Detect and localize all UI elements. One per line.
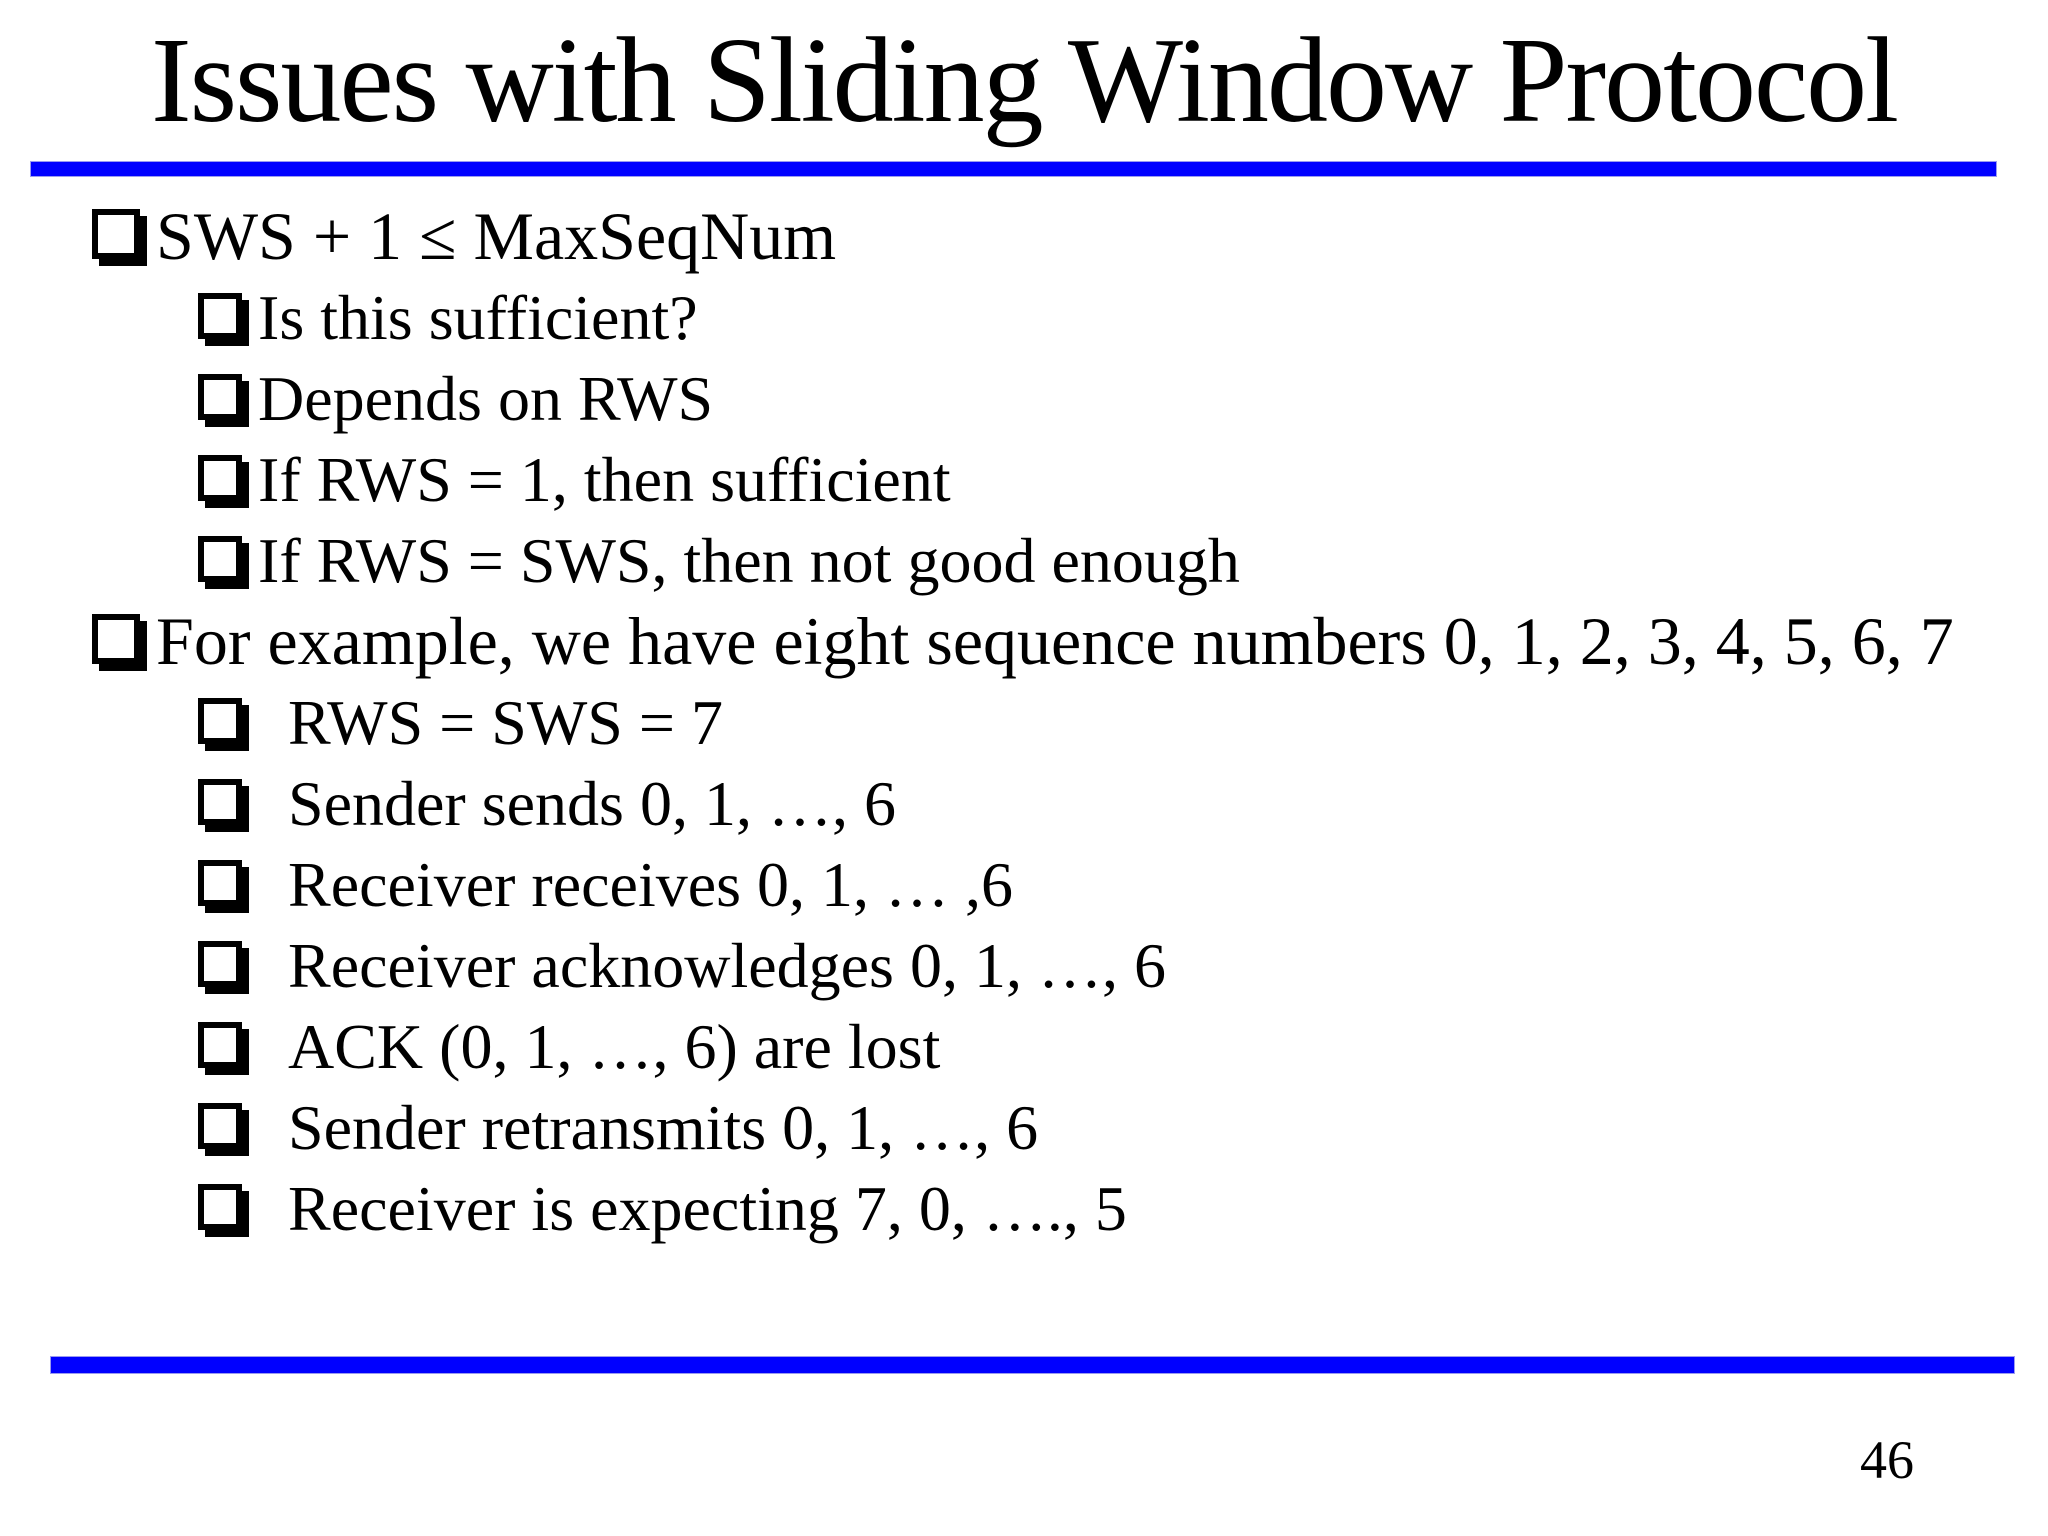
list-item-rws-equals-sws-7: RWS = SWS = 7 <box>0 682 2048 763</box>
list-item-receiver-expecting: Receiver is expecting 7, 0, …., 5 <box>0 1168 2048 1249</box>
footer-bar <box>50 1356 2015 1374</box>
list-item-text: Sender sends 0, 1, …, 6 <box>288 768 896 839</box>
list-item-text: Is this sufficient? <box>258 282 698 353</box>
shadowed-square-bullet-icon <box>198 698 242 744</box>
list-item-receiver-acknowledges: Receiver acknowledges 0, 1, …, 6 <box>0 925 2048 1006</box>
shadowed-square-bullet-icon <box>198 293 242 339</box>
slide-title: Issues with Sliding Window Protocol <box>150 13 1899 148</box>
shadowed-square-bullet-icon <box>198 536 242 582</box>
title-underline-bar <box>30 161 1997 177</box>
list-item-for-example: For example, we have eight sequence numb… <box>0 601 2048 682</box>
list-item-depends-on-rws: Depends on RWS <box>0 358 2048 439</box>
list-item-text: Depends on RWS <box>258 363 714 434</box>
bullet-list: SWS + 1 ≤ MaxSeqNum Is this sufficient? … <box>0 196 2048 1249</box>
shadowed-square-bullet-icon <box>92 614 140 664</box>
list-item-acks-lost: ACK (0, 1, …, 6) are lost <box>0 1006 2048 1087</box>
list-item-text: Sender retransmits 0, 1, …, 6 <box>288 1092 1039 1163</box>
list-item-text: If RWS = SWS, then not good enough <box>258 525 1240 596</box>
list-item-text: For example, we have eight sequence numb… <box>156 603 1954 679</box>
list-item-is-this-sufficient: Is this sufficient? <box>0 277 2048 358</box>
list-item-sender-retransmits: Sender retransmits 0, 1, …, 6 <box>0 1087 2048 1168</box>
shadowed-square-bullet-icon <box>198 455 242 501</box>
list-item-text: Receiver acknowledges 0, 1, …, 6 <box>288 930 1166 1001</box>
list-item-text: RWS = SWS = 7 <box>288 687 723 758</box>
list-item-receiver-receives: Receiver receives 0, 1, … ,6 <box>0 844 2048 925</box>
shadowed-square-bullet-icon <box>198 1184 242 1230</box>
list-item-rws-1-sufficient: If RWS = 1, then sufficient <box>0 439 2048 520</box>
shadowed-square-bullet-icon <box>198 860 242 906</box>
list-item-text: Receiver is expecting 7, 0, …., 5 <box>288 1173 1127 1244</box>
list-item-sender-sends: Sender sends 0, 1, …, 6 <box>0 763 2048 844</box>
shadowed-square-bullet-icon <box>198 1103 242 1149</box>
list-item-text: SWS + 1 ≤ MaxSeqNum <box>156 198 837 274</box>
shadowed-square-bullet-icon <box>198 374 242 420</box>
list-item-text: ACK (0, 1, …, 6) are lost <box>288 1011 941 1082</box>
page-number: 46 <box>1860 1430 1914 1490</box>
list-item-text: Receiver receives 0, 1, … ,6 <box>288 849 1014 920</box>
list-item-sws-constraint: SWS + 1 ≤ MaxSeqNum <box>0 196 2048 277</box>
list-item-rws-sws-not-good: If RWS = SWS, then not good enough <box>0 520 2048 601</box>
shadowed-square-bullet-icon <box>198 941 242 987</box>
shadowed-square-bullet-icon <box>198 1022 242 1068</box>
list-item-text: If RWS = 1, then sufficient <box>258 444 951 515</box>
shadowed-square-bullet-icon <box>198 779 242 825</box>
shadowed-square-bullet-icon <box>92 209 140 259</box>
